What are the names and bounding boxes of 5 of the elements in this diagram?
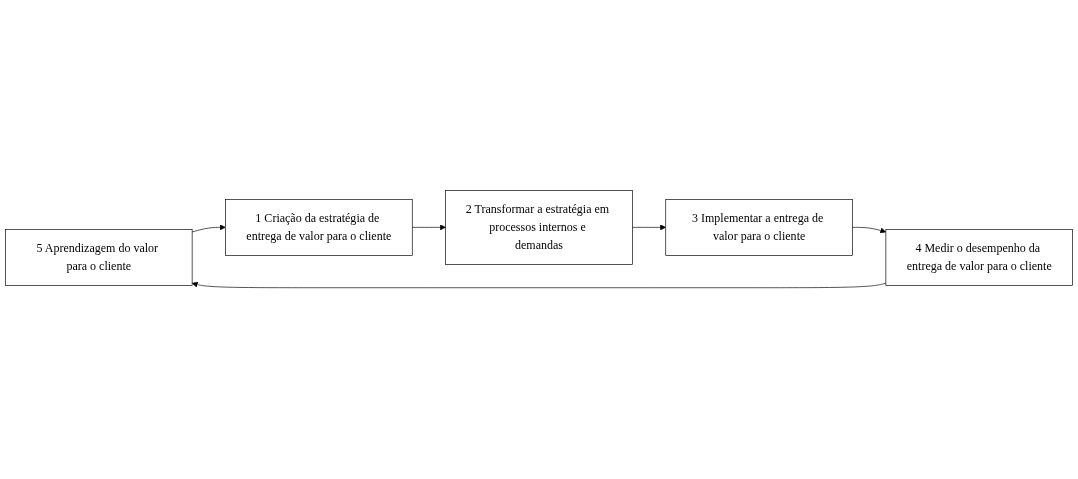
node-box: 5 Aprendizagem do valor para o cliente [5,229,193,287]
node-box: 2 Transformar a estratégia em processos internos e demandas [445,190,633,266]
node-box: 1 Criação da estratégia de entrega de valor para o cliente [225,199,413,257]
node-box: 4 Medir o desempenho da entrega de valor para o cliente [885,229,1073,287]
node-box: 3 Implementar a entrega de valor para o cliente [665,199,853,257]
